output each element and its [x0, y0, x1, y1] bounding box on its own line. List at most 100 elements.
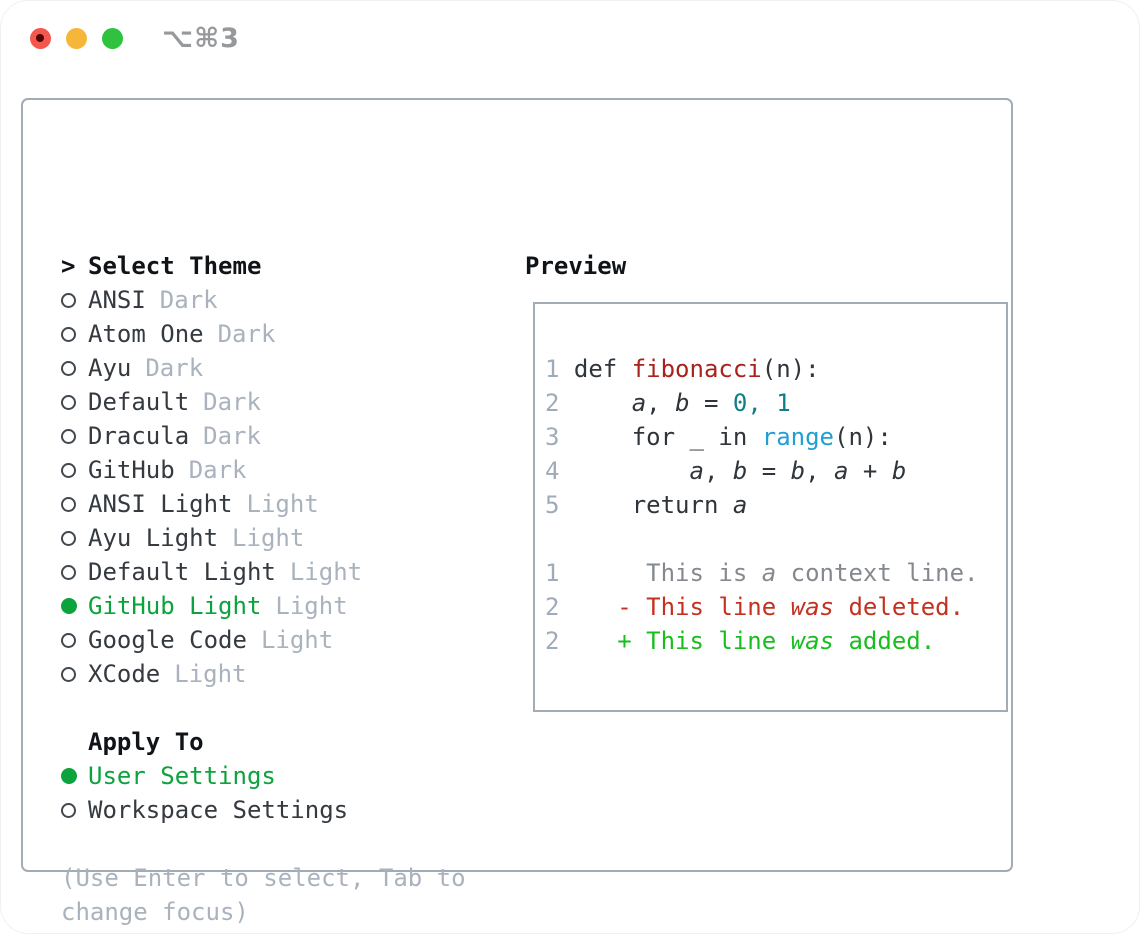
theme-variant-label: Light [232, 524, 305, 552]
code-segment: 4 [545, 457, 574, 485]
code-segment: , [805, 457, 835, 485]
theme-variant-label: Dark [203, 422, 261, 450]
option-label: XCode [88, 660, 161, 688]
spacer [61, 827, 491, 861]
theme-variant-label: Light [246, 490, 319, 518]
close-button[interactable] [30, 27, 51, 49]
theme-option[interactable]: ANSI Dark [61, 283, 491, 317]
preview-line: 4 a, b = b, a + b [545, 454, 979, 488]
theme-variant-label: Dark [145, 354, 204, 382]
zoom-button[interactable] [102, 27, 123, 49]
preview-line: 1 This is a context line. [545, 556, 979, 590]
theme-option[interactable]: Ayu Light Light [61, 521, 491, 555]
code-segment: = [689, 389, 733, 417]
preview-line: 5 return a [545, 488, 979, 522]
preview-title: Preview [525, 252, 627, 280]
option-label: ANSI Light [88, 490, 233, 518]
radio-selected-icon [61, 598, 77, 614]
theme-option[interactable]: Google Code Light [61, 623, 491, 657]
option-label: Atom One [88, 320, 204, 348]
code-segment: a [631, 389, 647, 417]
code-segment: was [790, 627, 835, 655]
code-segment: 2 [545, 627, 574, 655]
code-segment: + This line [573, 627, 791, 655]
minimize-button[interactable] [66, 27, 87, 49]
code-segment: b [675, 389, 690, 417]
preview-line: 2 a, b = 0, 1 [545, 386, 979, 420]
code-segment: a [732, 491, 748, 519]
option-label: Ayu Light [88, 524, 219, 552]
code-segment: (n): [834, 423, 892, 451]
spacer [61, 691, 491, 725]
radio-icon [61, 428, 76, 444]
radio-icon [61, 632, 76, 648]
radio-icon [61, 530, 76, 546]
apply-to-option[interactable]: User Settings [61, 759, 491, 793]
theme-variant-label: Light [174, 660, 247, 688]
theme-variant-label: Light [289, 558, 363, 586]
apply-to-option[interactable]: Workspace Settings [61, 793, 491, 827]
preview-line: 3 for _ in range(n): [545, 420, 979, 454]
option-label: Workspace Settings [88, 796, 349, 824]
radio-icon [61, 666, 76, 682]
code-segment: deleted. [834, 593, 965, 621]
select-theme-title: Select Theme [88, 252, 262, 280]
code-segment: This is [573, 559, 762, 587]
code-segment: 2 [545, 389, 574, 417]
code-segment: 2 [545, 593, 574, 621]
code-segment: - This line [573, 593, 791, 621]
hint-text: (Use Enter to select, Tab to change focu… [61, 864, 466, 926]
preview-line: 2 + This line was added. [545, 624, 979, 658]
option-label: Ayu [88, 354, 132, 382]
theme-variant-label: Light [260, 626, 334, 654]
theme-variant-label: Dark [217, 320, 276, 348]
theme-variant-label: Dark [203, 388, 261, 416]
code-segment: , [646, 389, 676, 417]
radio-icon [61, 292, 76, 308]
code-segment: was [790, 593, 835, 621]
radio-icon [61, 360, 76, 376]
option-label: ANSI [88, 286, 146, 314]
theme-variant-label: Dark [188, 456, 247, 484]
theme-option[interactable]: Dracula Dark [61, 419, 491, 453]
code-segment [574, 389, 632, 417]
code-segment: b [891, 457, 907, 485]
code-segment: , [703, 457, 733, 485]
code-segment: for _ in [573, 423, 762, 451]
option-label: GitHub Light [88, 592, 262, 620]
code-segment: 5 [545, 491, 574, 519]
code-segment: return [573, 491, 733, 519]
code-segment: a [689, 457, 704, 485]
theme-option[interactable]: ANSI Light Light [61, 487, 491, 521]
code-segment: a [834, 457, 849, 485]
titlebar: ⌥⌘3 [30, 23, 240, 54]
theme-variant-label: Dark [159, 286, 218, 314]
preview-line [545, 522, 979, 556]
theme-option[interactable]: Default Dark [61, 385, 491, 419]
prompt-icon: > [61, 252, 76, 280]
option-label: Dracula [88, 422, 190, 450]
preview-line: 2 - This line was deleted. [545, 590, 979, 624]
theme-option[interactable]: Default Light Light [61, 555, 491, 589]
option-label: Default Light [88, 558, 276, 586]
radio-icon [61, 462, 76, 478]
code-segment: def [573, 355, 632, 383]
code-segment: 1 [545, 355, 574, 383]
preview-line: 1 def fibonacci(n): [545, 352, 979, 386]
theme-option[interactable]: Atom One Dark [61, 317, 491, 351]
theme-option[interactable]: Ayu Dark [61, 351, 491, 385]
code-segment: a [761, 559, 777, 587]
option-label: Google Code [88, 626, 247, 654]
option-label: Default [88, 388, 190, 416]
theme-option[interactable]: XCode Light [61, 657, 491, 691]
code-segment: + [848, 457, 892, 485]
select-theme-header: > Select Theme [61, 249, 491, 283]
